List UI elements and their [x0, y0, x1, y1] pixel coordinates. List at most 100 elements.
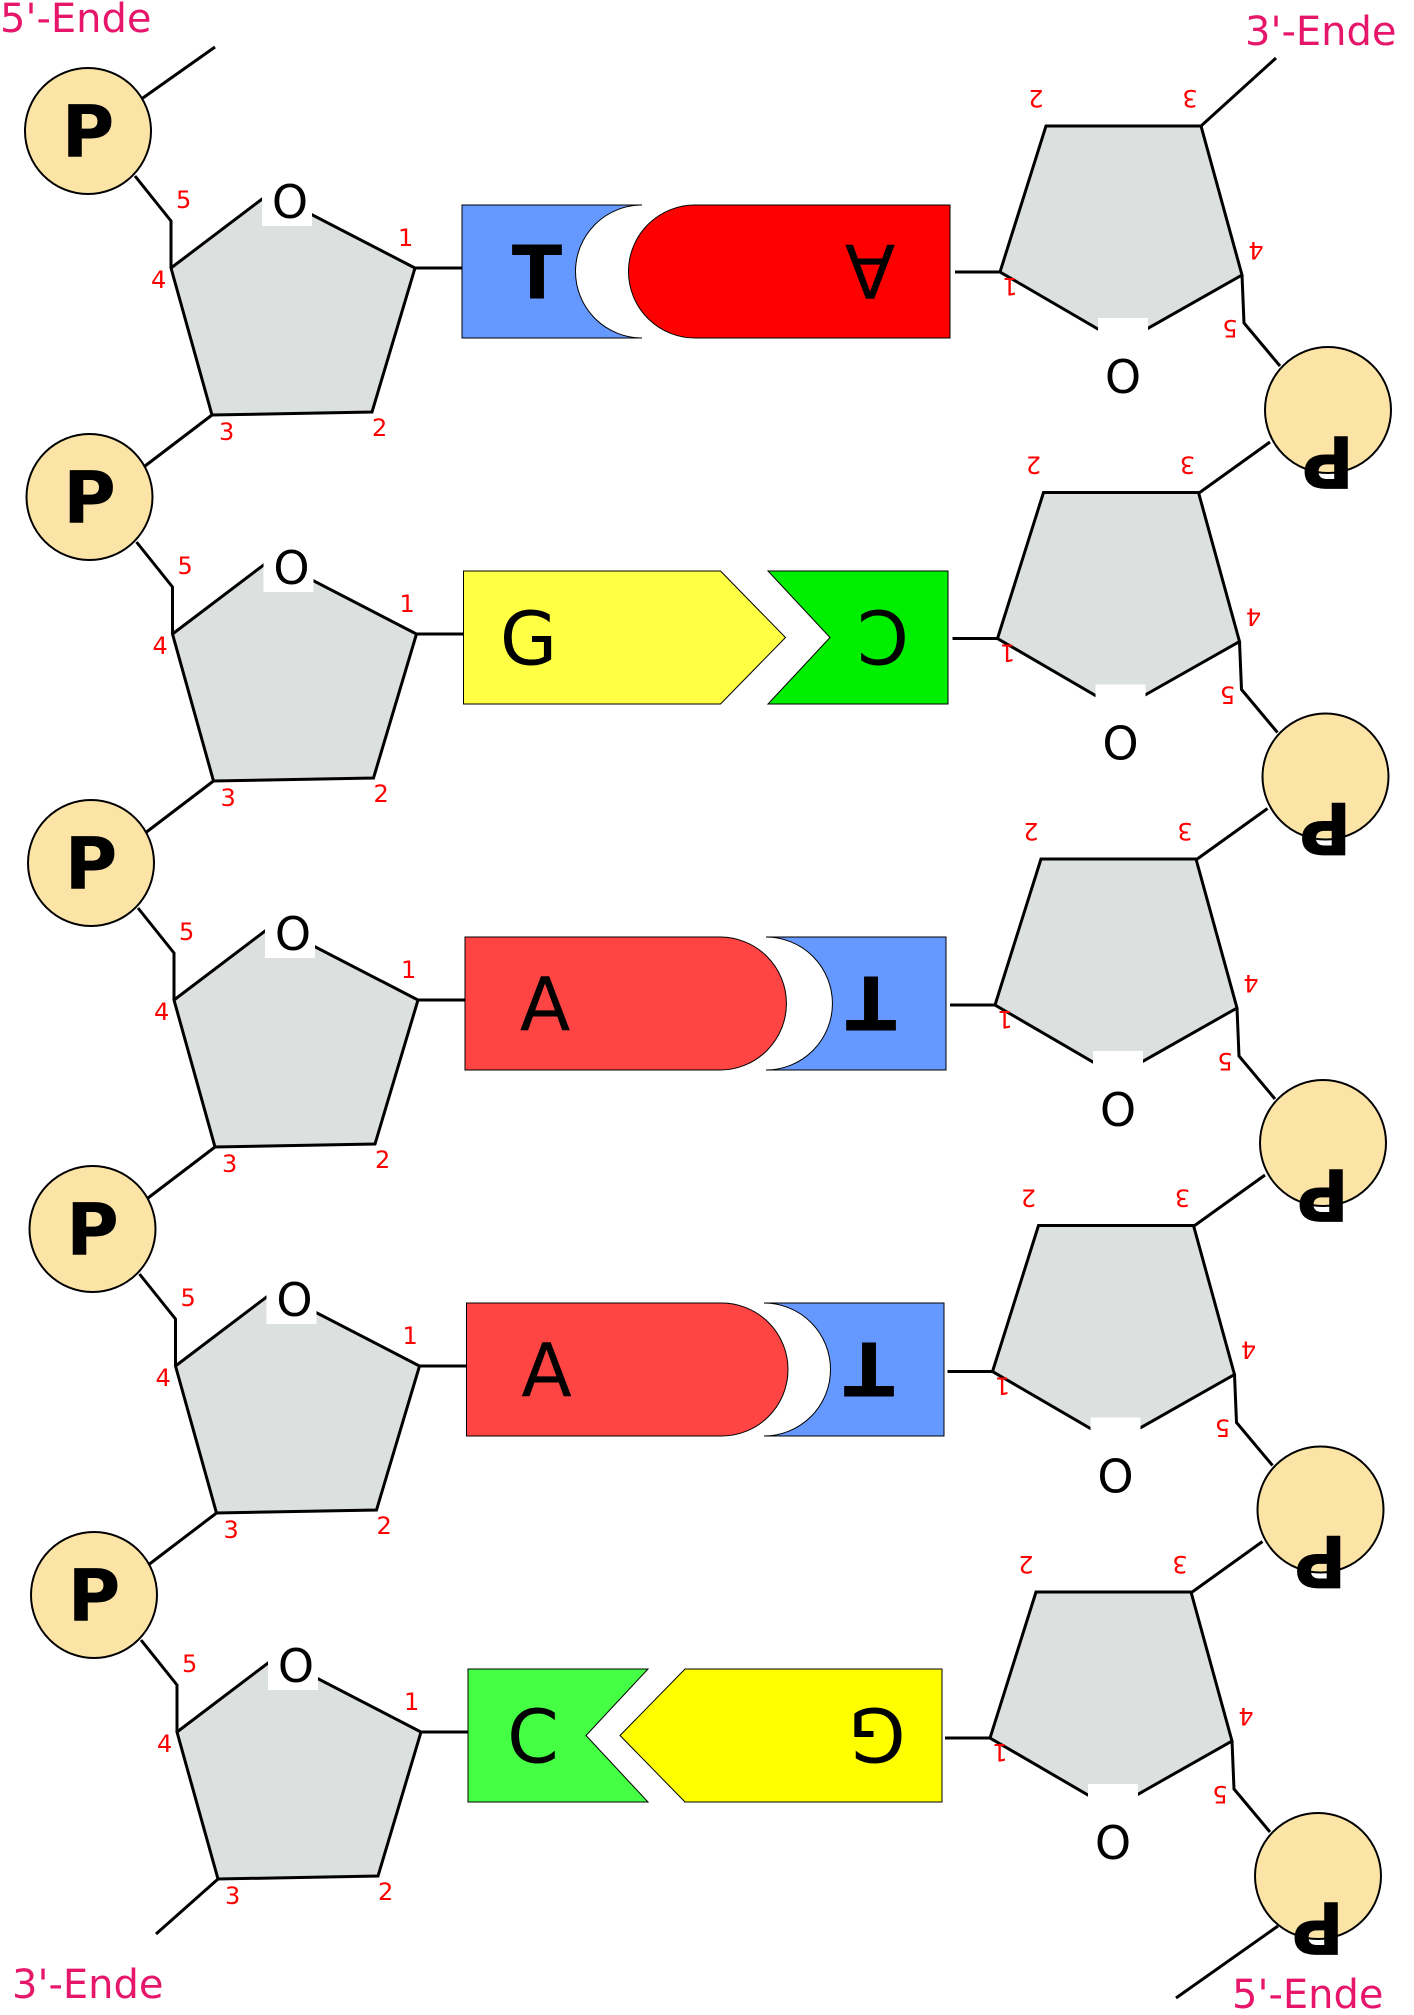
carbon-number-5: 5	[182, 1650, 197, 1678]
base-A-label: A	[521, 1329, 572, 1415]
carbon-number-1: 1	[997, 1005, 1012, 1033]
carbon-number-2: 2	[1021, 1184, 1036, 1212]
base-right-T: T	[765, 936, 947, 1071]
carbon-number-4: 4	[1238, 1702, 1253, 1730]
c5-linker	[1235, 1007, 1277, 1100]
phosphate-circle	[1264, 346, 1392, 474]
carbon-number-2: 2	[1018, 1550, 1033, 1578]
carbon-number-3: 3	[222, 1150, 237, 1178]
base-right-A: A	[628, 204, 951, 339]
carbon-number-4: 4	[1248, 236, 1263, 264]
base-G-label: G	[500, 597, 557, 683]
phosphodiester-link	[148, 1511, 218, 1566]
phosphate-circle	[27, 799, 155, 927]
c5-linker	[1240, 274, 1282, 367]
carbon-number-4: 4	[1241, 1336, 1256, 1364]
phosphate-circle	[1254, 1812, 1382, 1940]
c5-linker	[1233, 1374, 1274, 1467]
phosphate-circle	[1256, 1445, 1385, 1574]
base-T-label: T	[512, 231, 563, 317]
base-right-G: G	[619, 1668, 943, 1803]
sugar-pentagon	[175, 1655, 423, 1881]
base-left-A: A	[466, 1302, 789, 1437]
sugar-pentagon	[995, 491, 1242, 712]
base-T-label: T	[843, 1325, 894, 1411]
carbon-number-2: 2	[1028, 84, 1043, 112]
base-T-label: T	[845, 959, 896, 1045]
sugar-pentagon	[990, 1224, 1237, 1445]
carbon-number-1: 1	[401, 956, 416, 984]
phosphodiester-link	[145, 779, 215, 834]
c5-linker	[138, 1273, 177, 1366]
ring-oxygen-label: O	[1095, 1814, 1131, 1868]
base-right-C: C	[766, 570, 949, 705]
sugar-pentagon	[169, 191, 417, 417]
carbon-number-3: 3	[1177, 817, 1192, 845]
ring-oxygen-label: O	[275, 907, 311, 961]
phosphodiester-link	[144, 413, 213, 468]
carbon-number-4: 4	[1243, 969, 1258, 997]
ring-oxygen-label: O	[1100, 1081, 1136, 1135]
base-G-shape	[463, 570, 787, 705]
phosphodiester-link	[147, 1145, 216, 1200]
base-right-T: T	[763, 1302, 945, 1437]
ring-oxygen-label: O	[273, 541, 309, 595]
base-left-C: C	[467, 1668, 650, 1803]
base-A-shape	[628, 204, 951, 339]
c5-linker	[136, 907, 176, 1000]
carbon-number-1: 1	[400, 590, 415, 618]
phosphodiester-link	[1198, 440, 1271, 495]
phosphate-label: P	[62, 90, 115, 174]
base-A-label: A	[520, 963, 571, 1049]
c5-linker	[139, 1639, 179, 1732]
carbon-number-5: 5	[1217, 1047, 1232, 1075]
strand-end-line	[139, 45, 216, 102]
ring-oxygen-label: O	[1102, 715, 1138, 769]
label-left-bottom-end: 3'-Ende	[12, 1962, 164, 2008]
c5-linker	[133, 175, 173, 268]
carbon-number-4: 4	[154, 998, 169, 1026]
phosphate-label: P	[1294, 1519, 1347, 1603]
strand-end-line	[1175, 1924, 1279, 2000]
carbon-number-4: 4	[151, 266, 166, 294]
carbon-number-3: 3	[1180, 451, 1195, 479]
c5-linker	[1230, 1740, 1272, 1833]
sugar-pentagon	[170, 557, 419, 783]
phosphate-label: P	[1302, 419, 1355, 503]
carbon-number-1: 1	[995, 1372, 1010, 1400]
base-T-shape	[765, 936, 947, 1071]
carbon-number-3: 3	[1182, 84, 1197, 112]
c5-linker	[135, 541, 174, 634]
ring-oxygen-label: O	[1097, 1448, 1133, 1502]
carbon-number-3: 3	[1175, 1184, 1190, 1212]
carbon-number-1: 1	[992, 1738, 1007, 1766]
carbon-number-5: 5	[1212, 1780, 1227, 1808]
phosphodiester-link	[1195, 807, 1269, 861]
carbon-number-4: 4	[156, 1364, 171, 1392]
base-C-label: C	[857, 593, 909, 679]
ring-oxygen-label: O	[272, 175, 308, 229]
carbon-number-1: 1	[404, 1688, 419, 1716]
sugar-pentagon	[173, 1289, 422, 1515]
carbon-number-2: 2	[378, 1878, 393, 1906]
label-left-top-end: 5'-Ende	[0, 0, 152, 42]
carbon-number-2: 2	[377, 1512, 392, 1540]
carbon-number-2: 2	[375, 1146, 390, 1174]
carbon-number-5: 5	[179, 918, 194, 946]
phosphate-circle	[25, 433, 154, 561]
carbon-number-4: 4	[157, 1730, 172, 1758]
base-A-shape	[466, 1302, 789, 1437]
carbon-number-1: 1	[1000, 639, 1015, 667]
base-C-shape	[766, 570, 949, 705]
carbon-number-3: 3	[224, 1516, 239, 1544]
carbon-number-4: 4	[1246, 603, 1261, 631]
